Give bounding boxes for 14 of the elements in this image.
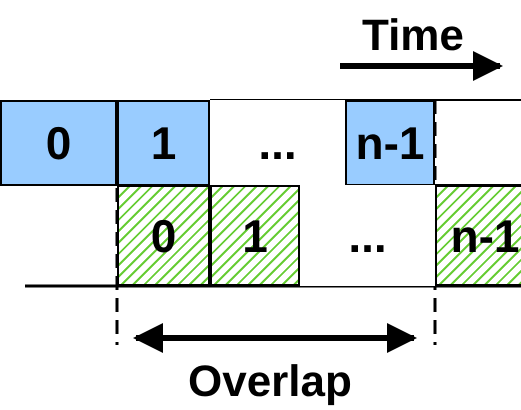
axis-label: Overlap: [188, 360, 352, 404]
frame-cell: [117, 100, 210, 186]
frame-cell: [0, 100, 117, 186]
title: Time: [362, 14, 464, 58]
frame-cell: [300, 185, 435, 286]
frame-cell: [345, 100, 435, 186]
frame-number: ...: [258, 120, 297, 166]
overlap-frame-cell: [117, 185, 210, 286]
overlap-frame-cell: [210, 185, 300, 286]
frame-number: 1: [150, 120, 176, 166]
frame-cell: [210, 100, 345, 186]
frame-number: ...: [348, 212, 387, 258]
frame-number: 0: [46, 120, 72, 166]
frame-number: n-1: [356, 120, 424, 166]
